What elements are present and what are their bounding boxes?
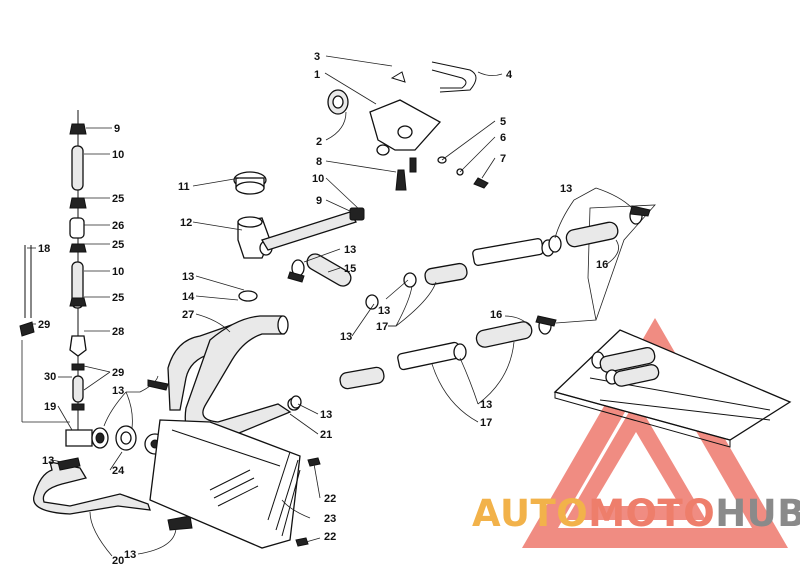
label-6: 6 [500,132,506,144]
label-13-right: 13 [560,183,572,195]
label-25-a: 25 [112,193,124,205]
label-16-top: 16 [596,259,608,271]
label-13-lowleft: 13 [42,455,54,467]
label-24: 24 [112,465,125,477]
watermark-moto: MOTO [588,492,716,535]
hose-clamps [57,205,651,471]
label-17-top: 17 [376,321,388,333]
label-25-b: 25 [112,239,124,251]
label-11: 11 [178,181,190,193]
label-8: 8 [316,156,322,168]
label-10-mid: 10 [112,266,124,278]
tank-bracket-assembly [327,61,489,191]
filler-neck-assembly [233,171,365,259]
label-30: 30 [44,371,56,383]
label-29-b: 29 [38,319,50,331]
label-26: 26 [112,220,124,232]
label-4: 4 [506,69,513,81]
label-9-left: 9 [114,123,120,135]
heat-exchanger [553,204,792,448]
label-13-mid3: 13 [378,305,390,317]
label-20: 20 [112,555,124,567]
label-16-mid: 16 [490,309,502,321]
label-22-a: 22 [324,493,336,505]
label-13-mid: 13 [344,244,356,256]
label-28: 28 [112,326,124,338]
watermark-logo [522,318,788,548]
label-3: 3 [314,51,320,63]
label-13-left: 13 [112,385,124,397]
label-14: 14 [182,291,195,303]
label-13-bottom: 13 [124,549,136,561]
label-22-b: 22 [324,531,336,543]
part-number-labels: 3 1 4 2 5 6 7 8 10 9 11 12 9 10 25 26 25… [38,51,608,567]
label-13-lower: 13 [320,409,332,421]
watermark-hub: HUB [715,492,800,535]
radiator-panel [149,419,301,549]
label-2: 2 [316,136,322,148]
label-19: 19 [44,401,56,413]
label-10-top: 10 [312,173,324,185]
label-25-c: 25 [112,292,124,304]
leader-lines [27,55,633,557]
label-15: 15 [344,263,356,275]
label-7: 7 [500,153,506,165]
fasteners-22 [295,457,321,547]
vent-line-assembly [19,110,87,440]
label-12: 12 [180,217,192,229]
label-18: 18 [38,243,50,255]
label-13-right2: 13 [480,399,492,411]
label-23: 23 [324,513,336,525]
watermark-text: AUTOMOTOHUB [472,492,800,535]
label-13-center: 13 [182,271,194,283]
watermark-auto: AUTO [472,492,589,535]
label-1: 1 [314,69,320,81]
label-21: 21 [320,429,332,441]
label-27: 27 [182,309,194,321]
label-10-left: 10 [112,149,124,161]
label-29-a: 29 [112,367,124,379]
label-17-bottom: 17 [480,417,492,429]
label-9-top: 9 [316,195,322,207]
coolant-tubes [306,221,619,390]
label-5: 5 [500,116,506,128]
label-13-mid2: 13 [340,331,352,343]
